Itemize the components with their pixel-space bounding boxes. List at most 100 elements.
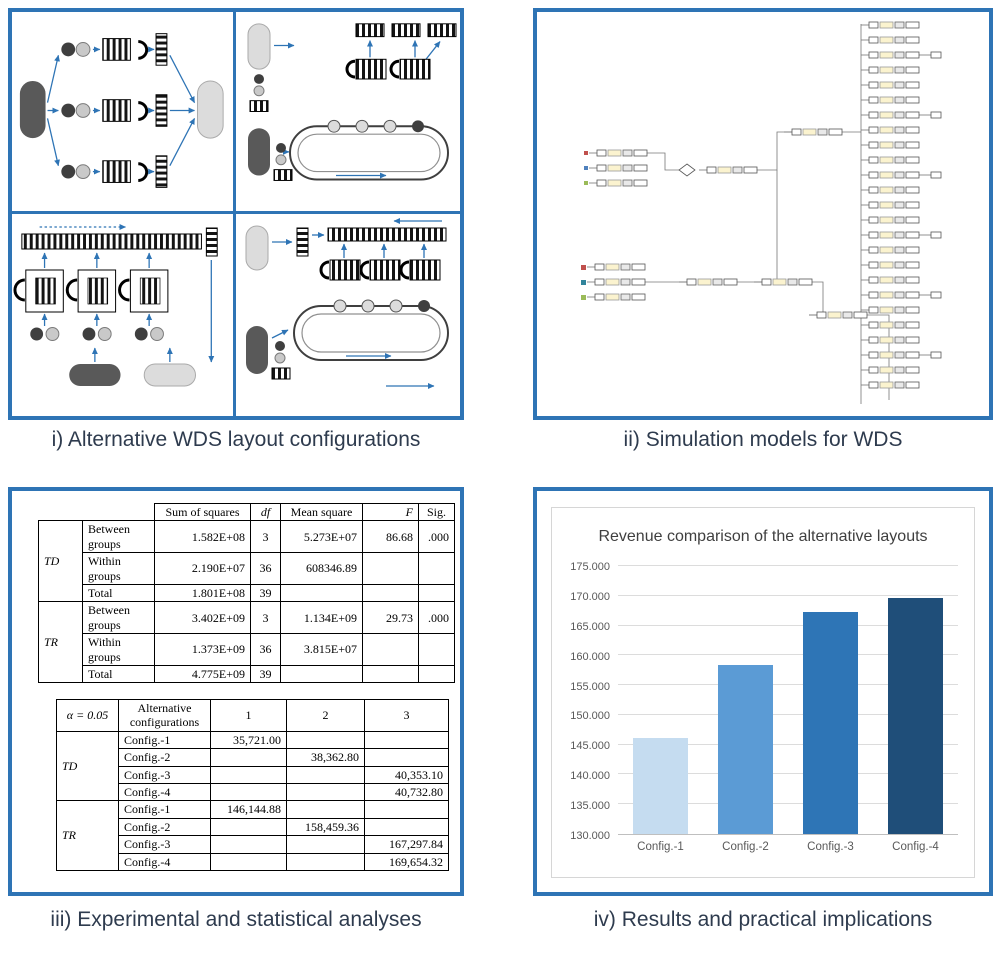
table-row: Total 4.775E+09 39 [39, 664, 455, 684]
cell [364, 748, 449, 767]
y-axis-tick-label: 155.000 [570, 680, 610, 693]
part-icon [253, 85, 265, 97]
gridline [618, 594, 958, 596]
cell [418, 633, 455, 666]
conveyor-icon [327, 227, 447, 242]
cell: .000 [418, 601, 455, 635]
cell: 39 [250, 664, 281, 684]
table-row: Total 1.801E+08 39 [39, 583, 455, 603]
gridline [618, 624, 958, 626]
table-row: Config.-3 167,297.84 [57, 835, 449, 854]
table-row: TR Between groups 3.402E+09 3 1.134E+09 … [38, 601, 455, 684]
bar-series [618, 566, 958, 834]
chart-title: Revenue comparison of the alternative la… [598, 528, 928, 545]
cell [362, 633, 419, 666]
cell: 146,144.88 [210, 800, 287, 819]
alpha-label: α = 0.05 [56, 699, 119, 732]
cell: 35,721.00 [210, 730, 287, 750]
bar-slot [788, 566, 873, 834]
y-axis-tick-label: 165.000 [570, 620, 610, 633]
part-icon [274, 352, 286, 364]
cell [210, 765, 287, 784]
subset-header-2: 2 [286, 699, 365, 732]
cell: 40,353.10 [364, 765, 449, 784]
bar-slot [618, 566, 703, 834]
machine-icon [273, 169, 293, 181]
cell [210, 782, 287, 802]
row-label: Config.-4 [118, 782, 211, 802]
layout-config-4 [236, 214, 460, 416]
table-row: TD Config.-1 35,721.00 [56, 730, 449, 802]
cell [286, 835, 365, 854]
machine-icons [319, 259, 441, 281]
conveyor-loop-icon [289, 119, 449, 181]
mid-left-module-cluster [581, 263, 868, 319]
cell: 3 [250, 601, 281, 635]
col-header-sig: Sig. [418, 502, 455, 522]
table-row: Config.-2 158,459.36 [57, 817, 449, 837]
table-row: Config.-2 38,362.80 [57, 748, 449, 767]
machine-icons [345, 58, 431, 80]
row-label: Config.-4 [118, 852, 211, 871]
output-buffer-capsule [247, 23, 271, 70]
x-axis-tick-label: Config.-2 [722, 841, 769, 853]
cell: 29.73 [362, 601, 419, 635]
row-label: Total [82, 664, 155, 684]
table-row: TR Config.-1 146,144.88 [56, 800, 449, 871]
cell: 86.68 [362, 520, 419, 554]
group-label-tr: TR [38, 601, 83, 684]
config-header: Alternative configurations [118, 699, 211, 732]
x-axis-tick-label: Config.-3 [807, 841, 854, 853]
group-label-td: TD [38, 520, 83, 603]
cell [286, 800, 365, 819]
cell [286, 852, 365, 871]
cell: 5.273E+07 [280, 520, 363, 554]
cell [418, 552, 455, 585]
gridline [618, 713, 958, 715]
table-row: Config.-4 40,732.80 [57, 782, 449, 802]
cell: 167,297.84 [364, 835, 449, 854]
queue-bar [296, 227, 309, 257]
cell: 1.134E+09 [280, 601, 363, 635]
layout-config-3 [12, 214, 236, 416]
upper-left-module-cluster [584, 128, 843, 187]
revenue-chart: Revenue comparison of the alternative la… [551, 507, 975, 878]
cell [362, 664, 419, 684]
posthoc-table: α = 0.05 Alternative configurations 1 2 … [56, 699, 449, 871]
row-label: Between groups [82, 520, 155, 554]
output-buffer-capsule [245, 225, 269, 271]
cell: 608346.89 [280, 552, 363, 585]
cell [286, 782, 365, 802]
row-label: Config.-1 [118, 800, 211, 819]
col-header-f: F [362, 502, 419, 522]
gridline [618, 684, 958, 686]
y-axis-tick-label: 175.000 [570, 561, 610, 573]
y-axis-tick-label: 145.000 [570, 740, 610, 753]
group-label-td: TD [56, 730, 119, 802]
layout-1-diagram [19, 33, 224, 188]
cell: 2.190E+07 [154, 552, 251, 585]
table-row: Within groups 2.190E+07 36 608346.89 [39, 552, 455, 585]
col-header-df: df [250, 502, 281, 522]
input-buffer-capsule [19, 80, 46, 139]
cell: 3.402E+09 [154, 601, 251, 635]
flow-arrows [41, 252, 215, 363]
caption-results: iv) Results and practical implications [593, 908, 933, 931]
part-icon [275, 154, 287, 166]
cell [364, 730, 449, 750]
cell: 1.582E+08 [154, 520, 251, 554]
queue-bar [205, 227, 218, 257]
right-module-column [860, 21, 942, 389]
input-buffer-capsule [69, 364, 121, 386]
cell: 39 [250, 583, 281, 603]
y-axis-tick-label: 135.000 [570, 800, 610, 813]
bar-config.-4 [888, 597, 943, 834]
cell [210, 817, 287, 837]
part-icon [254, 74, 264, 84]
cell [210, 852, 287, 871]
bar-slot [873, 566, 958, 834]
flow-arrows [46, 46, 196, 175]
